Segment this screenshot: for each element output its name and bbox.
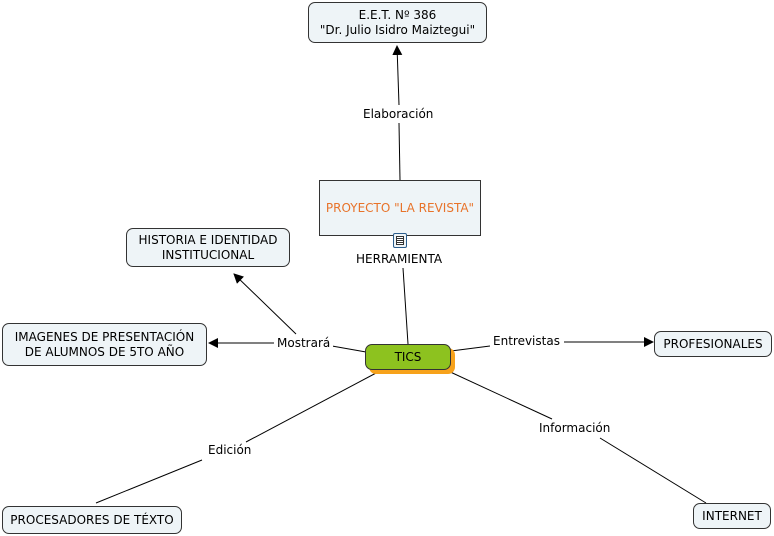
connector-project-elaboration — [398, 122, 401, 181]
link-label-interviews: Entrevistas — [490, 334, 563, 349]
connector-will-show-history — [233, 273, 297, 335]
document-icon[interactable] — [393, 233, 407, 248]
node-word-processors-label: PROCESADORES DE TÉXTO — [10, 512, 174, 527]
node-school[interactable]: E.E.T. Nº 386 "Dr. Julio Isidro Maiztegu… — [308, 2, 487, 43]
link-label-will-show: Mostrará — [274, 336, 334, 351]
connector-elaboration-school — [392, 45, 403, 106]
node-school-label: E.E.T. Nº 386 "Dr. Julio Isidro Maiztegu… — [319, 7, 476, 37]
node-tics[interactable]: TICS — [365, 344, 451, 370]
link-label-edition: Edición — [205, 443, 255, 458]
node-project[interactable]: PROYECTO "LA REVISTA" — [319, 180, 481, 236]
node-tics-label: TICS — [394, 349, 422, 364]
connector-tics-will-show — [331, 345, 367, 353]
link-label-elaboration: Elaboración — [360, 107, 437, 122]
connector-tics-tool — [402, 267, 409, 345]
node-professionals[interactable]: PROFESIONALES — [654, 331, 772, 357]
connector-tics-information — [445, 369, 553, 420]
node-word-processors[interactable]: PROCESADORES DE TÉXTO — [2, 506, 182, 534]
node-history[interactable]: HISTORIA E IDENTIDAD INSTITUCIONAL — [126, 228, 290, 267]
link-label-tool: HERRAMIENTA — [353, 252, 446, 267]
node-project-label: PROYECTO "LA REVISTA" — [325, 200, 475, 215]
node-internet[interactable]: INTERNET — [693, 503, 771, 529]
node-history-label: HISTORIA E IDENTIDAD INSTITUCIONAL — [138, 232, 278, 262]
node-images[interactable]: IMAGENES DE PRESENTACIÓN DE ALUMNOS DE 5… — [2, 323, 207, 366]
connector-information-internet — [599, 437, 707, 504]
node-professionals-label: PROFESIONALES — [663, 336, 763, 351]
connector-tics-edition — [245, 371, 379, 443]
connector-edition-processors — [95, 459, 203, 504]
connector-tics-interviews — [450, 345, 491, 352]
node-images-label: IMAGENES DE PRESENTACIÓN DE ALUMNOS DE 5… — [14, 329, 195, 359]
link-label-information: Información — [536, 421, 614, 436]
node-internet-label: INTERNET — [702, 508, 762, 523]
